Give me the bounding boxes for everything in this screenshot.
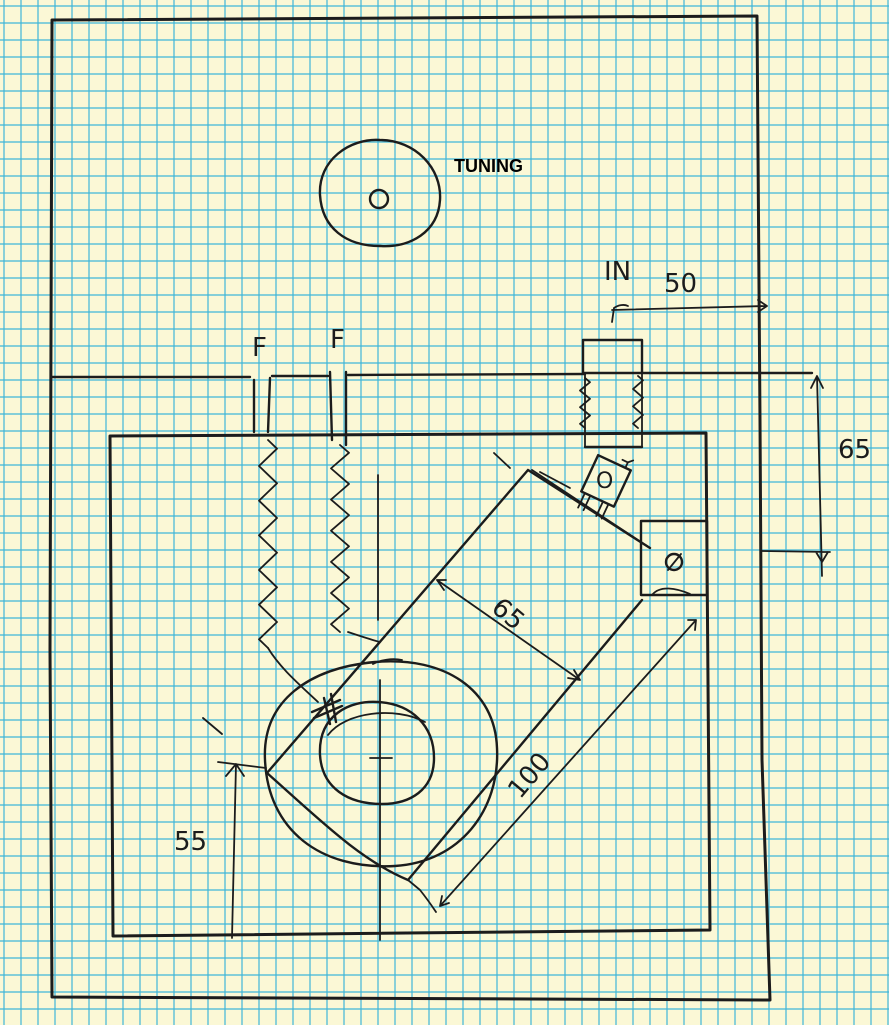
small-toroid-inner <box>327 712 426 736</box>
feed-label-1: F <box>252 333 267 363</box>
diagonal-frame <box>265 468 652 882</box>
dimension-65-line <box>761 375 831 577</box>
in-connector-body <box>581 338 644 375</box>
inner-chassis <box>108 431 712 938</box>
feedthrough-1 <box>252 376 272 434</box>
output-device-lead <box>539 471 571 489</box>
output-device-tab <box>621 458 635 469</box>
dimension-55-line <box>202 717 267 939</box>
corner-connector-hole-mark <box>667 553 682 571</box>
coil-1-lead <box>267 647 319 703</box>
corner-connector-box <box>639 519 709 597</box>
tuning-knob-shaft <box>368 188 390 210</box>
output-device-body <box>580 453 632 508</box>
center-line <box>377 474 381 941</box>
large-toroid <box>263 660 499 868</box>
feedthrough-2 <box>328 370 348 447</box>
diagonal-frame-tick <box>493 452 511 469</box>
mounting-bar-top <box>50 371 814 379</box>
tuning-knob <box>318 138 442 248</box>
coil-1 <box>258 439 278 649</box>
dimension-65-diagonal-line <box>436 579 581 681</box>
input-coil-frame <box>584 372 643 448</box>
feed-label-2: F <box>330 325 345 355</box>
enclosure-outline <box>48 14 772 1002</box>
dimension-50-label: 50 <box>664 269 697 299</box>
dimension-55-label: 55 <box>174 827 207 857</box>
dimension-65-label: 65 <box>838 435 871 465</box>
input-coil-2 <box>632 375 644 429</box>
in-marker <box>611 304 629 323</box>
output-device <box>577 453 635 520</box>
tuning-label: TUNING <box>454 156 523 176</box>
output-device-legs <box>577 492 610 520</box>
corner-connector-detail <box>651 587 691 596</box>
mounting-screw <box>310 692 344 726</box>
dimension-50-line <box>611 299 768 313</box>
small-toroid <box>318 700 436 806</box>
output-device-label: O <box>596 469 613 494</box>
corner-connector-hole <box>664 552 684 572</box>
coil-2 <box>330 444 350 633</box>
in-label: IN <box>604 257 631 287</box>
dimension-100-line <box>407 619 697 913</box>
coil-2-lead <box>347 631 381 643</box>
large-toroid-inner <box>372 658 403 665</box>
